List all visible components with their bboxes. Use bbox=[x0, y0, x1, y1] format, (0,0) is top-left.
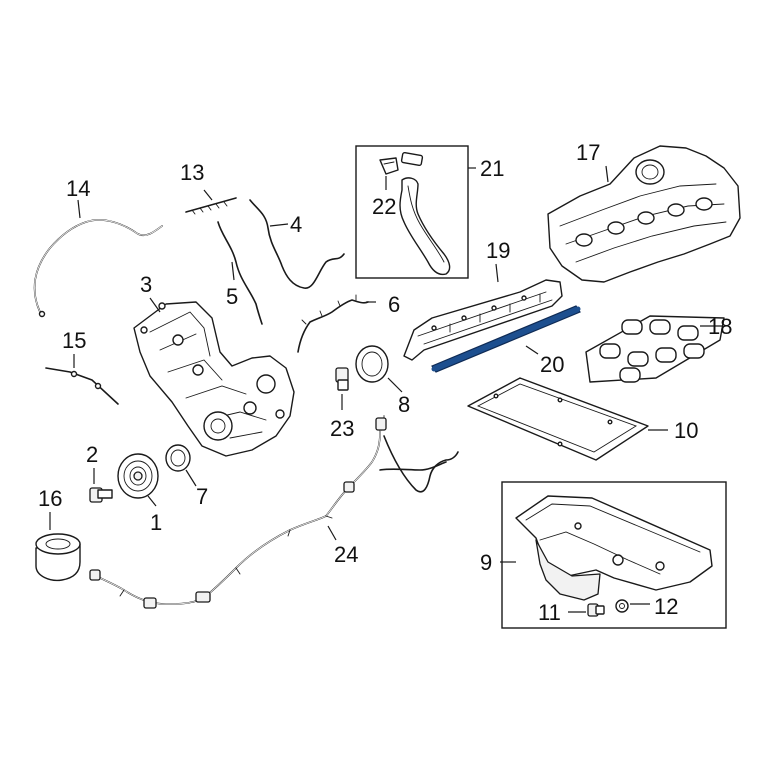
callout-15: 15 bbox=[62, 328, 86, 353]
part-19-valve-cover[interactable] bbox=[403, 279, 563, 361]
callout-4: 4 bbox=[290, 212, 302, 237]
part-22-cap[interactable] bbox=[379, 157, 399, 175]
callout-20: 20 bbox=[540, 352, 564, 377]
part-4-gasket[interactable] bbox=[249, 199, 345, 289]
part-12-washer[interactable] bbox=[615, 599, 629, 613]
part-10-oil-pan-gasket[interactable] bbox=[467, 377, 649, 461]
part-9-box bbox=[501, 481, 727, 629]
callout-10: 10 bbox=[674, 418, 698, 443]
part-13-rod[interactable] bbox=[185, 197, 237, 215]
callout-8: 8 bbox=[398, 392, 410, 417]
part-21-dipstick-tube[interactable] bbox=[399, 151, 451, 276]
part-2-bolt[interactable] bbox=[89, 487, 113, 503]
part-21-box bbox=[355, 145, 469, 279]
part-5-gasket[interactable] bbox=[217, 221, 263, 325]
callout-1: 1 bbox=[150, 510, 162, 535]
callout-14: 14 bbox=[66, 176, 90, 201]
part-14-tube[interactable] bbox=[33, 219, 163, 318]
part-17-intake-manifold[interactable] bbox=[547, 145, 741, 283]
callout-13: 13 bbox=[180, 160, 204, 185]
part-20-gasket-highlight[interactable] bbox=[431, 305, 581, 373]
callout-11: 11 bbox=[538, 600, 561, 625]
part-18-manifold-gaskets[interactable] bbox=[585, 315, 725, 383]
callout-5: 5 bbox=[226, 284, 238, 309]
callout-18: 18 bbox=[708, 314, 732, 339]
callout-labels: 14 13 5 4 6 15 3 1 2 7 16 24 23 8 21 22 … bbox=[38, 140, 732, 625]
leader-lines bbox=[49, 165, 722, 613]
part-3-timing-cover[interactable] bbox=[133, 301, 295, 457]
callout-2: 2 bbox=[86, 442, 98, 467]
part-9-oil-pan[interactable] bbox=[515, 495, 713, 601]
callout-12: 12 bbox=[654, 594, 678, 619]
part-1-pulley[interactable] bbox=[117, 453, 159, 499]
callout-21: 21 bbox=[480, 156, 504, 181]
part-8-seal[interactable] bbox=[355, 345, 389, 383]
part-23-sensor[interactable] bbox=[335, 367, 349, 391]
callout-19: 19 bbox=[486, 238, 510, 263]
part-6-gasket[interactable] bbox=[297, 294, 369, 353]
callout-9: 9 bbox=[480, 550, 492, 575]
part-11-drain-bolt[interactable] bbox=[587, 603, 605, 617]
part-15-bracket[interactable] bbox=[45, 367, 119, 405]
callout-17: 17 bbox=[576, 140, 600, 165]
part-24-harness[interactable] bbox=[89, 415, 459, 609]
callout-3: 3 bbox=[140, 272, 152, 297]
callout-6: 6 bbox=[388, 292, 400, 317]
callout-24: 24 bbox=[334, 542, 358, 567]
callout-23: 23 bbox=[330, 416, 354, 441]
part-16-oil-filter[interactable] bbox=[35, 533, 81, 582]
part-7-seal[interactable] bbox=[165, 444, 191, 472]
callout-16: 16 bbox=[38, 486, 62, 511]
callout-22: 22 bbox=[372, 194, 396, 219]
callout-7: 7 bbox=[196, 484, 208, 509]
